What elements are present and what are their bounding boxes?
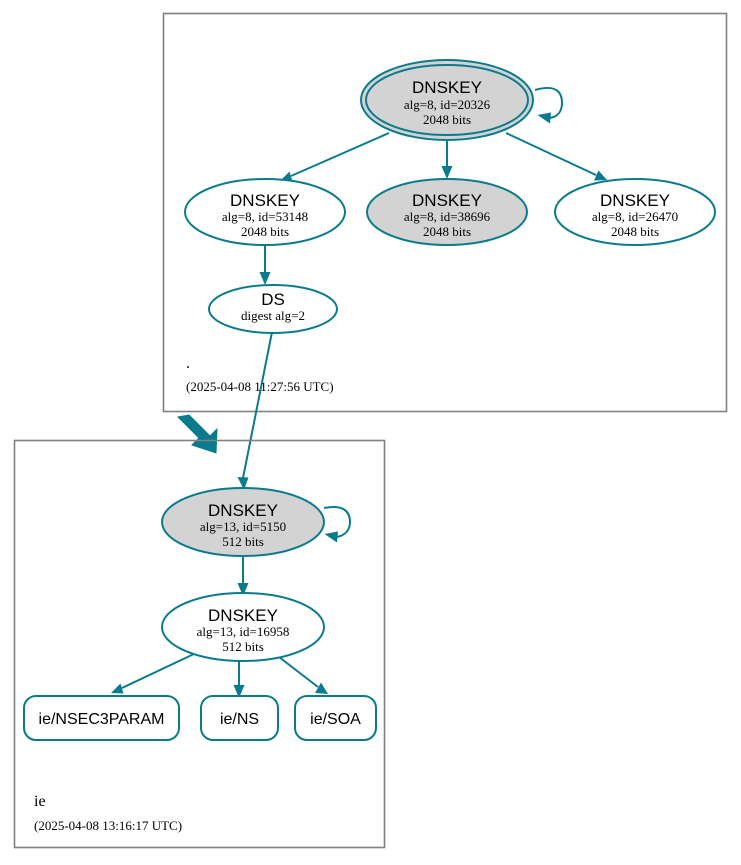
node-dnskey-5150-alg: alg=13, id=5150 [200,519,286,534]
edge-ksk20326-to-zsk53148 [280,132,390,182]
node-dnskey-53148[interactable]: DNSKEY alg=8, id=53148 2048 bits [184,178,346,246]
zone-timestamp-root: (2025-04-08 11:27:56 UTC) [186,379,334,394]
node-dnskey-20326-alg: alg=8, id=20326 [404,97,491,112]
zone-cluster-ie: DNSKEY alg=13, id=5150 512 bits DNSKEY a… [13,439,386,849]
node-ds-2-title: DS [261,290,285,309]
node-dnskey-53148-outer [184,178,346,246]
node-ds-2-outer [208,284,338,334]
zone-cluster-root: DNSKEY alg=8, id=20326 2048 bits DNSKEY … [162,12,728,490]
node-dnskey-16958-title: DNSKEY [208,606,278,625]
zone-cluster-root-border [162,12,728,413]
node-dnskey-16958-size: 512 bits [222,639,264,654]
edge-ksk5150-to-zsk16958 [237,556,249,596]
rrset-ie-soa-label: ie/SOA [310,711,361,728]
edge-ksk20326-to-zsk26470 [505,132,607,181]
node-dnskey-20326-title: DNSKEY [412,78,482,97]
node-dnskey-26470-outer [554,178,716,246]
node-dnskey-38696-outer [366,178,528,246]
rrset-ie-nsec3param-box [23,695,180,741]
node-dnskey-20326[interactable]: DNSKEY alg=8, id=20326 2048 bits [360,59,534,141]
edge-ksk20326-self-sign [534,86,564,124]
node-dnskey-26470-title: DNSKEY [600,191,670,210]
node-dnskey-53148-size: 2048 bits [241,224,289,239]
node-dnskey-26470-size: 2048 bits [611,224,659,239]
node-ds-2-digest: digest alg=2 [241,308,305,323]
rrset-ie-nsec3param-label: ie/NSEC3PARAM [39,711,165,728]
node-dnskey-5150-title: DNSKEY [208,501,278,520]
edge-ksk5150-self-sign [323,506,352,543]
node-dnskey-16958-outer [161,592,325,662]
rrset-ie-ns-label: ie/NS [220,711,259,728]
node-dnskey-38696-alg: alg=8, id=38696 [404,209,491,224]
rrset-ie-soa-box [294,695,377,741]
node-dnskey-26470-alg: alg=8, id=26470 [592,209,678,224]
rrset-ie-ns[interactable]: ie/NS [200,695,279,741]
zone-label-root: . [186,355,190,372]
node-dnskey-38696-title: DNSKEY [412,191,482,210]
node-ds-2[interactable]: DS digest alg=2 [208,284,338,334]
edge-zsk16958-to-soa [278,656,328,694]
zone-timestamp-ie: (2025-04-08 13:16:17 UTC) [34,818,182,833]
edge-zsk53148-to-ds [259,245,271,285]
edge-zsk16958-to-ns [233,660,245,698]
rrset-ie-soa[interactable]: ie/SOA [294,695,377,741]
zone-label-ie: ie [34,793,46,810]
zone-cluster-ie-border [13,439,386,849]
node-dnskey-16958[interactable]: DNSKEY alg=13, id=16958 512 bits [161,592,325,662]
node-dnskey-20326-inner [365,64,529,136]
node-dnskey-5150[interactable]: DNSKEY alg=13, id=5150 512 bits [161,487,325,557]
edge-ksk20326-to-zsk38696 [441,137,453,179]
rrset-ie-nsec3param[interactable]: ie/NSEC3PARAM [23,695,180,741]
rrset-ie-ns-box [200,695,279,741]
node-dnskey-5150-size: 512 bits [222,534,264,549]
node-dnskey-38696-size: 2048 bits [423,224,471,239]
node-dnskey-20326-size: 2048 bits [423,112,471,127]
edge-zsk16958-to-nsec3param [111,652,197,694]
edge-delegation-root-to-ie [176,414,218,454]
node-dnskey-53148-alg: alg=8, id=53148 [222,209,308,224]
edge-ds-to-ksk5150 [237,331,273,490]
node-dnskey-16958-alg: alg=13, id=16958 [197,624,290,639]
node-dnskey-26470[interactable]: DNSKEY alg=8, id=26470 2048 bits [554,178,716,246]
node-dnskey-38696[interactable]: DNSKEY alg=8, id=38696 2048 bits [366,178,528,246]
node-dnskey-53148-title: DNSKEY [230,191,300,210]
node-dnskey-5150-outer [161,487,325,557]
